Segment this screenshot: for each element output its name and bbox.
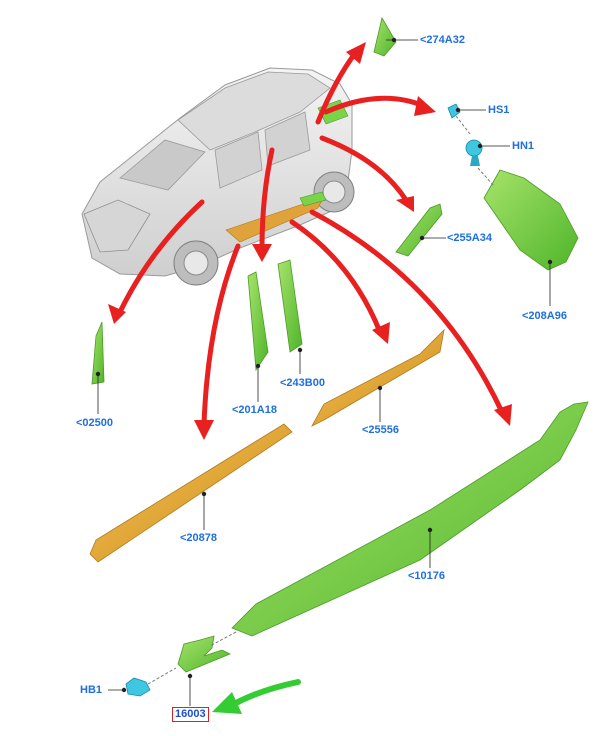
label-hn1[interactable]: HN1 [512,140,535,152]
label-25556[interactable]: <25556 [362,424,400,436]
part-243B00-shape [277,259,303,353]
arrow-to-20878 [201,243,241,427]
arrow-to-02500 [117,199,205,315]
arrow-to-274A32 [315,49,359,125]
arrowhead-02500 [108,304,126,324]
arrow-to-hs1 [323,95,427,115]
part-02500-shape [91,321,105,385]
label-201A18[interactable]: <201A18 [232,404,277,416]
fastener-hn1 [465,139,495,187]
label-274A32[interactable]: <274A32 [420,34,465,46]
label-20878[interactable]: <20878 [180,532,218,544]
label-255A34[interactable]: <255A34 [447,232,492,244]
part-274A32-shape [373,16,397,57]
arrow-to-10176 [309,209,505,415]
label-02500[interactable]: <02500 [76,417,114,429]
arrowhead-hs1 [414,96,436,116]
part-201A18-shape [247,271,269,372]
label-hs1[interactable]: HS1 [488,104,510,116]
part-10176-shape [231,401,589,637]
fastener-hs1 [447,103,471,135]
highlight-arrow [212,679,301,714]
arrowhead-274A32 [346,42,366,64]
part-25556-shape [311,328,445,427]
part-255A34-shape [395,203,443,257]
arrowhead-10176 [494,404,512,426]
parts [89,16,589,697]
label-10176[interactable]: <10176 [408,570,446,582]
vehicle-illustration [81,67,355,286]
part-20878-shape [89,423,293,563]
label-208A96[interactable]: <208A96 [522,310,567,322]
fastener-hb1 [125,667,177,697]
label-hb1[interactable]: HB1 [80,684,103,696]
arrowhead-25556 [372,322,390,344]
arrowhead-20878 [194,420,214,440]
label-243B00[interactable]: <243B00 [280,377,325,389]
arrow-to-201A18 [259,147,275,251]
arrow-to-255A34 [319,135,409,203]
arrowhead-255A34 [396,196,414,212]
callout-arrows [117,49,505,427]
callout-arrowheads [108,42,512,440]
part-16003-shape [177,635,231,673]
arrowhead-201A18 [252,244,272,262]
arrow-to-25556 [289,219,383,335]
part-208A96-shape [483,169,579,271]
label-16003-highlighted[interactable]: 16003 [172,707,209,722]
leader-lines [95,37,553,706]
